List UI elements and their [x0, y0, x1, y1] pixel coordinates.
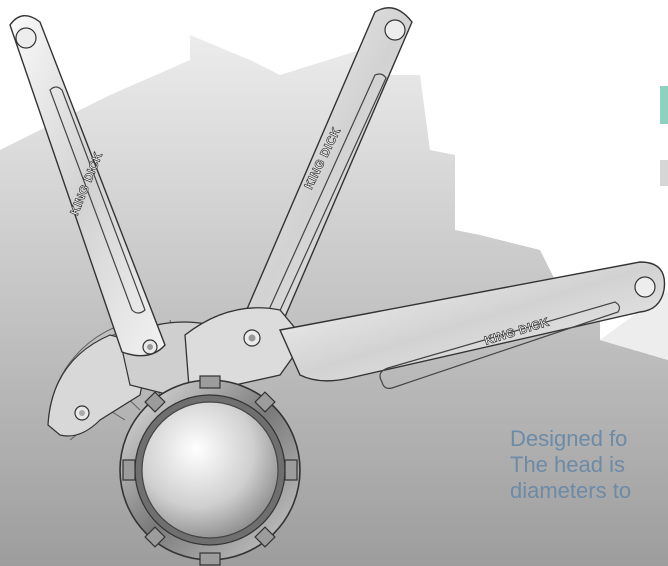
spanner-handle-left: KING DICK	[9, 15, 166, 357]
subheading-bar	[660, 160, 668, 186]
description-line-2: The head is	[510, 452, 625, 477]
description-line-3: diameters to	[510, 478, 632, 503]
product-description: Designed fo The head is diameters to	[510, 426, 668, 504]
nut-slots	[122, 375, 298, 566]
slotted-lock-nut	[119, 375, 301, 566]
accent-bar	[660, 86, 668, 124]
description-line-1: Designed fo	[510, 426, 628, 451]
